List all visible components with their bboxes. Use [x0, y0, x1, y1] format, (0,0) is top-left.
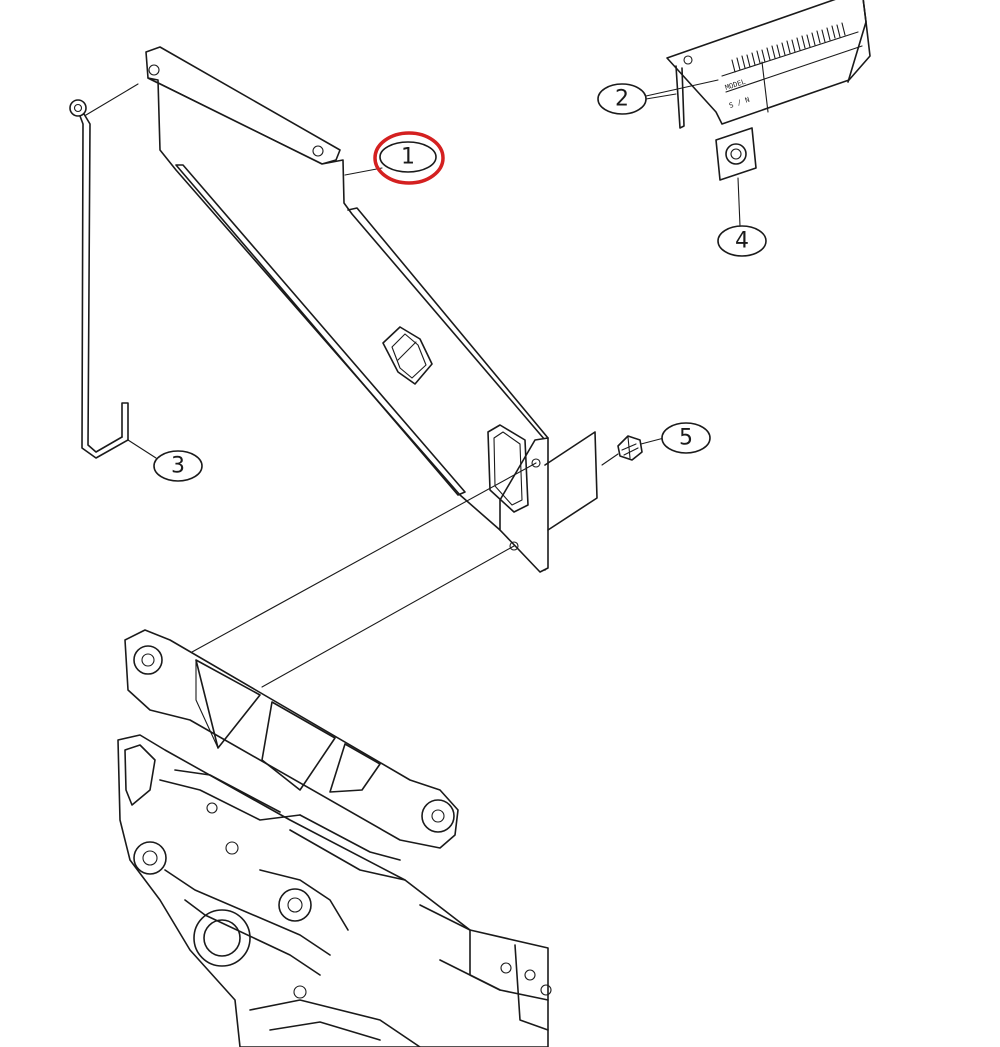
callout-5[interactable]: 5 — [640, 422, 711, 454]
part-5-screw — [544, 431, 643, 531]
part-4-square-part — [715, 127, 757, 227]
callout-4-label: 4 — [735, 229, 749, 254]
highlight-ring — [373, 131, 445, 185]
callout-3[interactable]: 3 — [127, 439, 203, 482]
callout-2[interactable]: 2 — [597, 83, 677, 115]
callout-1[interactable]: 1 — [379, 141, 437, 173]
part-2-label-plate: MODEL S / N — [645, 0, 871, 129]
part-1-bracket — [145, 46, 549, 573]
callout-4[interactable]: 4 — [717, 225, 767, 257]
callout-2-label: 2 — [615, 87, 629, 112]
callout-5-label: 5 — [679, 426, 693, 451]
callout-1-label: 1 — [401, 145, 415, 170]
frame-assembly — [117, 462, 552, 1047]
part-3-wire — [69, 83, 139, 459]
barcode — [731, 22, 846, 73]
callout-3-label: 3 — [171, 454, 185, 479]
